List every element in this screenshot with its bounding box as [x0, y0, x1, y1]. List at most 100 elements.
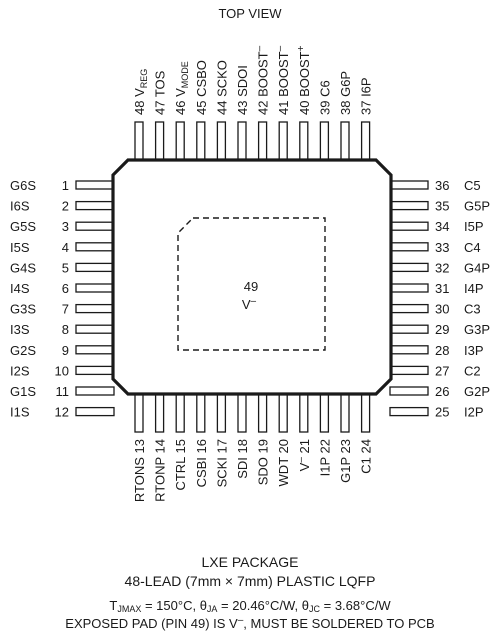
pin-label-41: 41 BOOST–	[275, 45, 291, 115]
pin-label-2: I6S	[10, 199, 30, 214]
thermal-specs: TJMAX = 150°C, θJA = 20.46°C/W, θJC = 3.…	[109, 598, 391, 614]
pin-label-30: C3	[464, 302, 481, 317]
pin-label-22: I1P 22	[317, 439, 332, 476]
package-name: LXE PACKAGE	[201, 554, 299, 570]
pad-name: V–	[242, 296, 257, 312]
pin-label-38: 38 G6P	[338, 71, 353, 115]
pin-lead-38	[340, 121, 350, 162]
pin-lead-9	[75, 345, 115, 355]
pin-label-28: I3P	[464, 343, 484, 358]
pin-label-26: G2P	[464, 384, 490, 399]
pin-lead-30	[389, 303, 429, 314]
pad-number: 49	[244, 279, 258, 294]
pin-lead-4	[75, 242, 115, 252]
pin-lead-7	[75, 303, 115, 314]
pin-label-31: I4P	[464, 281, 484, 296]
pin-lead-32	[389, 262, 429, 273]
pin-lead-25	[389, 406, 429, 417]
pin-number-29: 29	[435, 322, 449, 337]
pin-number-34: 34	[435, 219, 449, 234]
pin-label-3: G5S	[10, 219, 36, 234]
pin-number-5: 5	[62, 260, 69, 275]
pin-label-8: I3S	[10, 322, 30, 337]
pin-lead-46	[175, 121, 185, 162]
pin-lead-10	[75, 365, 115, 376]
pin-label-18: SDI 18	[235, 439, 250, 479]
pin-number-9: 9	[62, 343, 69, 358]
pin-label-15: CTRL 15	[173, 439, 188, 491]
pin-label-1: G6S	[10, 178, 36, 193]
pin-lead-48	[134, 121, 144, 162]
pin-label-25: I2P	[464, 405, 484, 420]
pin-label-5: G4S	[10, 260, 36, 275]
pin-label-20: WDT 20	[276, 439, 291, 486]
pin-lead-29	[389, 324, 429, 334]
pin-lead-8	[75, 324, 115, 334]
exposed-pad-outline	[177, 217, 326, 351]
package-body	[111, 158, 393, 396]
pinout-diagram: TOP VIEW 1G6S2I6S3G5S4I5S5G4S6I4S7G3S8I3…	[10, 6, 490, 502]
pin-label-6: I4S	[10, 281, 30, 296]
pin-number-30: 30	[435, 302, 449, 317]
pin-number-11: 11	[56, 384, 70, 399]
pin-number-8: 8	[62, 322, 69, 337]
pin-label-45: 45 CSBO	[194, 60, 209, 115]
pin-lead-3	[75, 221, 115, 231]
pin-number-12: 12	[55, 405, 69, 420]
pins-layer: 1G6S2I6S3G5S4I5S5G4S6I4S7G3S8I3S9G2S10I2…	[10, 45, 490, 502]
pin-label-7: G3S	[10, 302, 36, 317]
pin-lead-35	[389, 200, 429, 211]
pin-lead-41	[278, 121, 288, 162]
pin-number-33: 33	[435, 240, 449, 255]
pin-lead-47	[154, 121, 165, 162]
pin-label-39: 39 C6	[317, 80, 332, 115]
pin-number-28: 28	[435, 343, 449, 358]
pin-label-36: C5	[464, 178, 481, 193]
pin-lead-39	[319, 121, 330, 162]
pin-label-48: 48 VREG	[132, 69, 149, 115]
pin-number-1: 1	[62, 178, 69, 193]
pin-lead-45	[196, 121, 206, 162]
pin-label-13: RTONS 13	[132, 439, 147, 502]
pin-label-4: I5S	[10, 240, 30, 255]
pin-lead-33	[389, 242, 429, 252]
pin-label-29: G3P	[464, 322, 490, 337]
pin-lead-26	[389, 386, 429, 396]
pin-lead-34	[389, 221, 429, 231]
pin-label-14: RTONP 14	[153, 439, 168, 502]
pin-lead-40	[299, 121, 309, 162]
pin-number-25: 25	[435, 405, 449, 420]
pin-label-33: C4	[464, 240, 481, 255]
pin-lead-22	[319, 392, 330, 433]
pin-label-11: G1S	[10, 384, 36, 399]
view-label: TOP VIEW	[218, 6, 282, 21]
pin-number-27: 27	[435, 363, 449, 378]
pin-lead-6	[75, 283, 115, 293]
pin-lead-5	[75, 262, 115, 273]
pin-number-32: 32	[435, 260, 449, 275]
pin-label-17: SCKI 17	[214, 439, 229, 487]
pin-lead-20	[278, 392, 288, 433]
pin-lead-16	[196, 392, 206, 433]
pin-label-46: 46 VMODE	[173, 61, 190, 115]
pin-number-4: 4	[62, 240, 69, 255]
pin-lead-13	[134, 392, 144, 433]
exposed-pad-note: EXPOSED PAD (PIN 49) IS V–, MUST BE SOLD…	[65, 615, 435, 631]
pin-number-2: 2	[62, 199, 69, 214]
pin-label-23: G1P 23	[338, 439, 353, 483]
pin-lead-28	[389, 345, 429, 355]
pin-number-31: 31	[435, 281, 449, 296]
pin-label-37: 37 I6P	[359, 77, 374, 115]
pin-number-35: 35	[435, 199, 449, 214]
package-description: 48-LEAD (7mm × 7mm) PLASTIC LQFP	[124, 573, 376, 589]
pin-lead-44	[216, 121, 227, 162]
pin-lead-11	[75, 386, 115, 396]
pin-label-35: G5P	[464, 199, 490, 214]
pin-lead-15	[175, 392, 185, 433]
pin-lead-19	[257, 392, 268, 433]
pin-lead-42	[257, 121, 268, 162]
pin-label-16: CSBI 16	[194, 439, 209, 487]
pin-label-12: I1S	[10, 405, 30, 420]
pin-lead-12	[75, 406, 115, 417]
pin-number-10: 10	[55, 363, 69, 378]
